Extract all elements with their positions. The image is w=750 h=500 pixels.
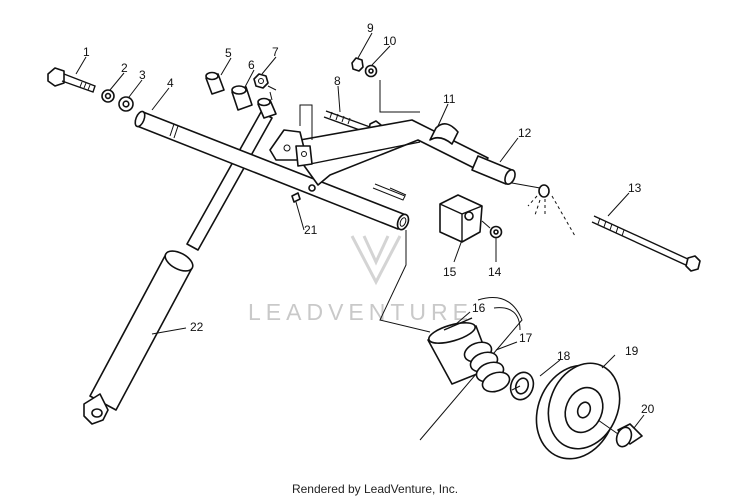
callout-9: 9 — [367, 21, 374, 35]
leader-lines — [75, 32, 645, 429]
callout-3: 3 — [139, 68, 146, 82]
callout-11: 11 — [443, 92, 456, 106]
callout-1: 1 — [83, 45, 90, 59]
callout-4: 4 — [167, 76, 174, 90]
callout-22: 22 — [190, 320, 204, 334]
part-spacer-18[interactable] — [507, 369, 537, 403]
callout-5: 5 — [225, 46, 232, 60]
part-bolt-1[interactable] — [47, 67, 96, 93]
part-shock-absorber-22[interactable] — [83, 111, 273, 425]
part-wheel-19[interactable] — [523, 352, 632, 470]
callout-13: 13 — [628, 181, 642, 195]
part-zerk-21[interactable] — [291, 184, 316, 203]
part-washer-10[interactable] — [364, 64, 378, 78]
watermark: LEADVENTURE — [248, 235, 473, 325]
part-bracket — [269, 129, 313, 167]
callout-16: 16 — [472, 301, 486, 315]
callout-20: 20 — [641, 402, 655, 416]
part-nut-9[interactable] — [351, 57, 364, 72]
part-bushing-6[interactable] — [231, 85, 253, 111]
part-bushing-5[interactable] — [205, 71, 225, 95]
part-spacer — [527, 184, 576, 237]
callout-18: 18 — [557, 349, 571, 363]
assembly-lines — [267, 80, 619, 435]
callout-8: 8 — [334, 74, 341, 88]
part-bearing-20[interactable] — [614, 423, 643, 449]
callout-21: 21 — [304, 223, 318, 237]
callout-12: 12 — [518, 126, 532, 140]
callout-14: 14 — [488, 265, 502, 279]
part-washer-3[interactable] — [118, 96, 134, 112]
callout-7: 7 — [272, 45, 279, 59]
watermark-text: LEADVENTURE — [248, 299, 473, 325]
watermark-logo-icon — [350, 235, 402, 286]
callout-10: 10 — [383, 34, 397, 48]
part-washer-2[interactable] — [101, 89, 115, 103]
callout-15: 15 — [443, 265, 457, 279]
part-axle-4[interactable] — [133, 110, 410, 231]
part-nut-7[interactable] — [253, 73, 269, 89]
part-a-arm-11[interactable] — [299, 119, 517, 201]
part-block-15[interactable] — [439, 194, 483, 243]
callouts: 1 2 3 4 5 6 7 8 9 10 11 12 13 14 15 16 1… — [83, 21, 655, 416]
part-shock-eye — [257, 97, 277, 119]
callout-17: 17 — [519, 331, 533, 345]
footer-credit: Rendered by LeadVenture, Inc. — [291, 482, 459, 496]
part-washer-14[interactable] — [489, 225, 503, 239]
callout-19: 19 — [625, 344, 639, 358]
callout-6: 6 — [248, 58, 255, 72]
callout-2: 2 — [121, 61, 128, 75]
part-spring-17[interactable] — [443, 317, 512, 395]
part-bolt-13[interactable] — [591, 215, 701, 272]
